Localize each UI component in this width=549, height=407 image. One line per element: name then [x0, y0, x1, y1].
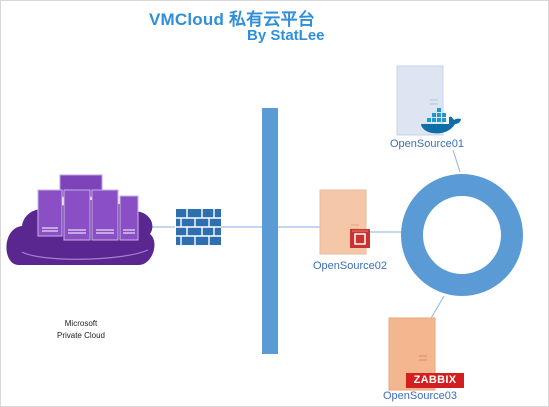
server-card-01: [396, 65, 444, 136]
cloud-servers-icon: [6, 174, 155, 266]
firewall-icon: [176, 209, 221, 245]
link-ring-node03: [429, 295, 445, 321]
cloud-caption-line2: Private Cloud: [56, 331, 106, 340]
docker-whale-icon: [421, 108, 461, 134]
cloud-caption-line1: Microsoft: [64, 319, 98, 328]
link-ring-node01: [452, 149, 461, 173]
network-ring: [401, 174, 523, 296]
openshift-cube-icon: [350, 229, 370, 248]
diagram-title: VMCloud 私有云平台: [149, 10, 315, 29]
diagram-subtitle: By StatLee: [247, 27, 325, 44]
zabbix-badge: ZABBIX: [406, 373, 464, 388]
node-label-opensource02: OpenSource02: [313, 260, 387, 272]
node-label-opensource01: OpenSource01: [390, 138, 464, 150]
node-label-opensource03: OpenSource03: [383, 390, 457, 402]
backbone-bar: [262, 108, 278, 354]
cloud-caption: Microsoft Private Cloud: [38, 318, 124, 342]
